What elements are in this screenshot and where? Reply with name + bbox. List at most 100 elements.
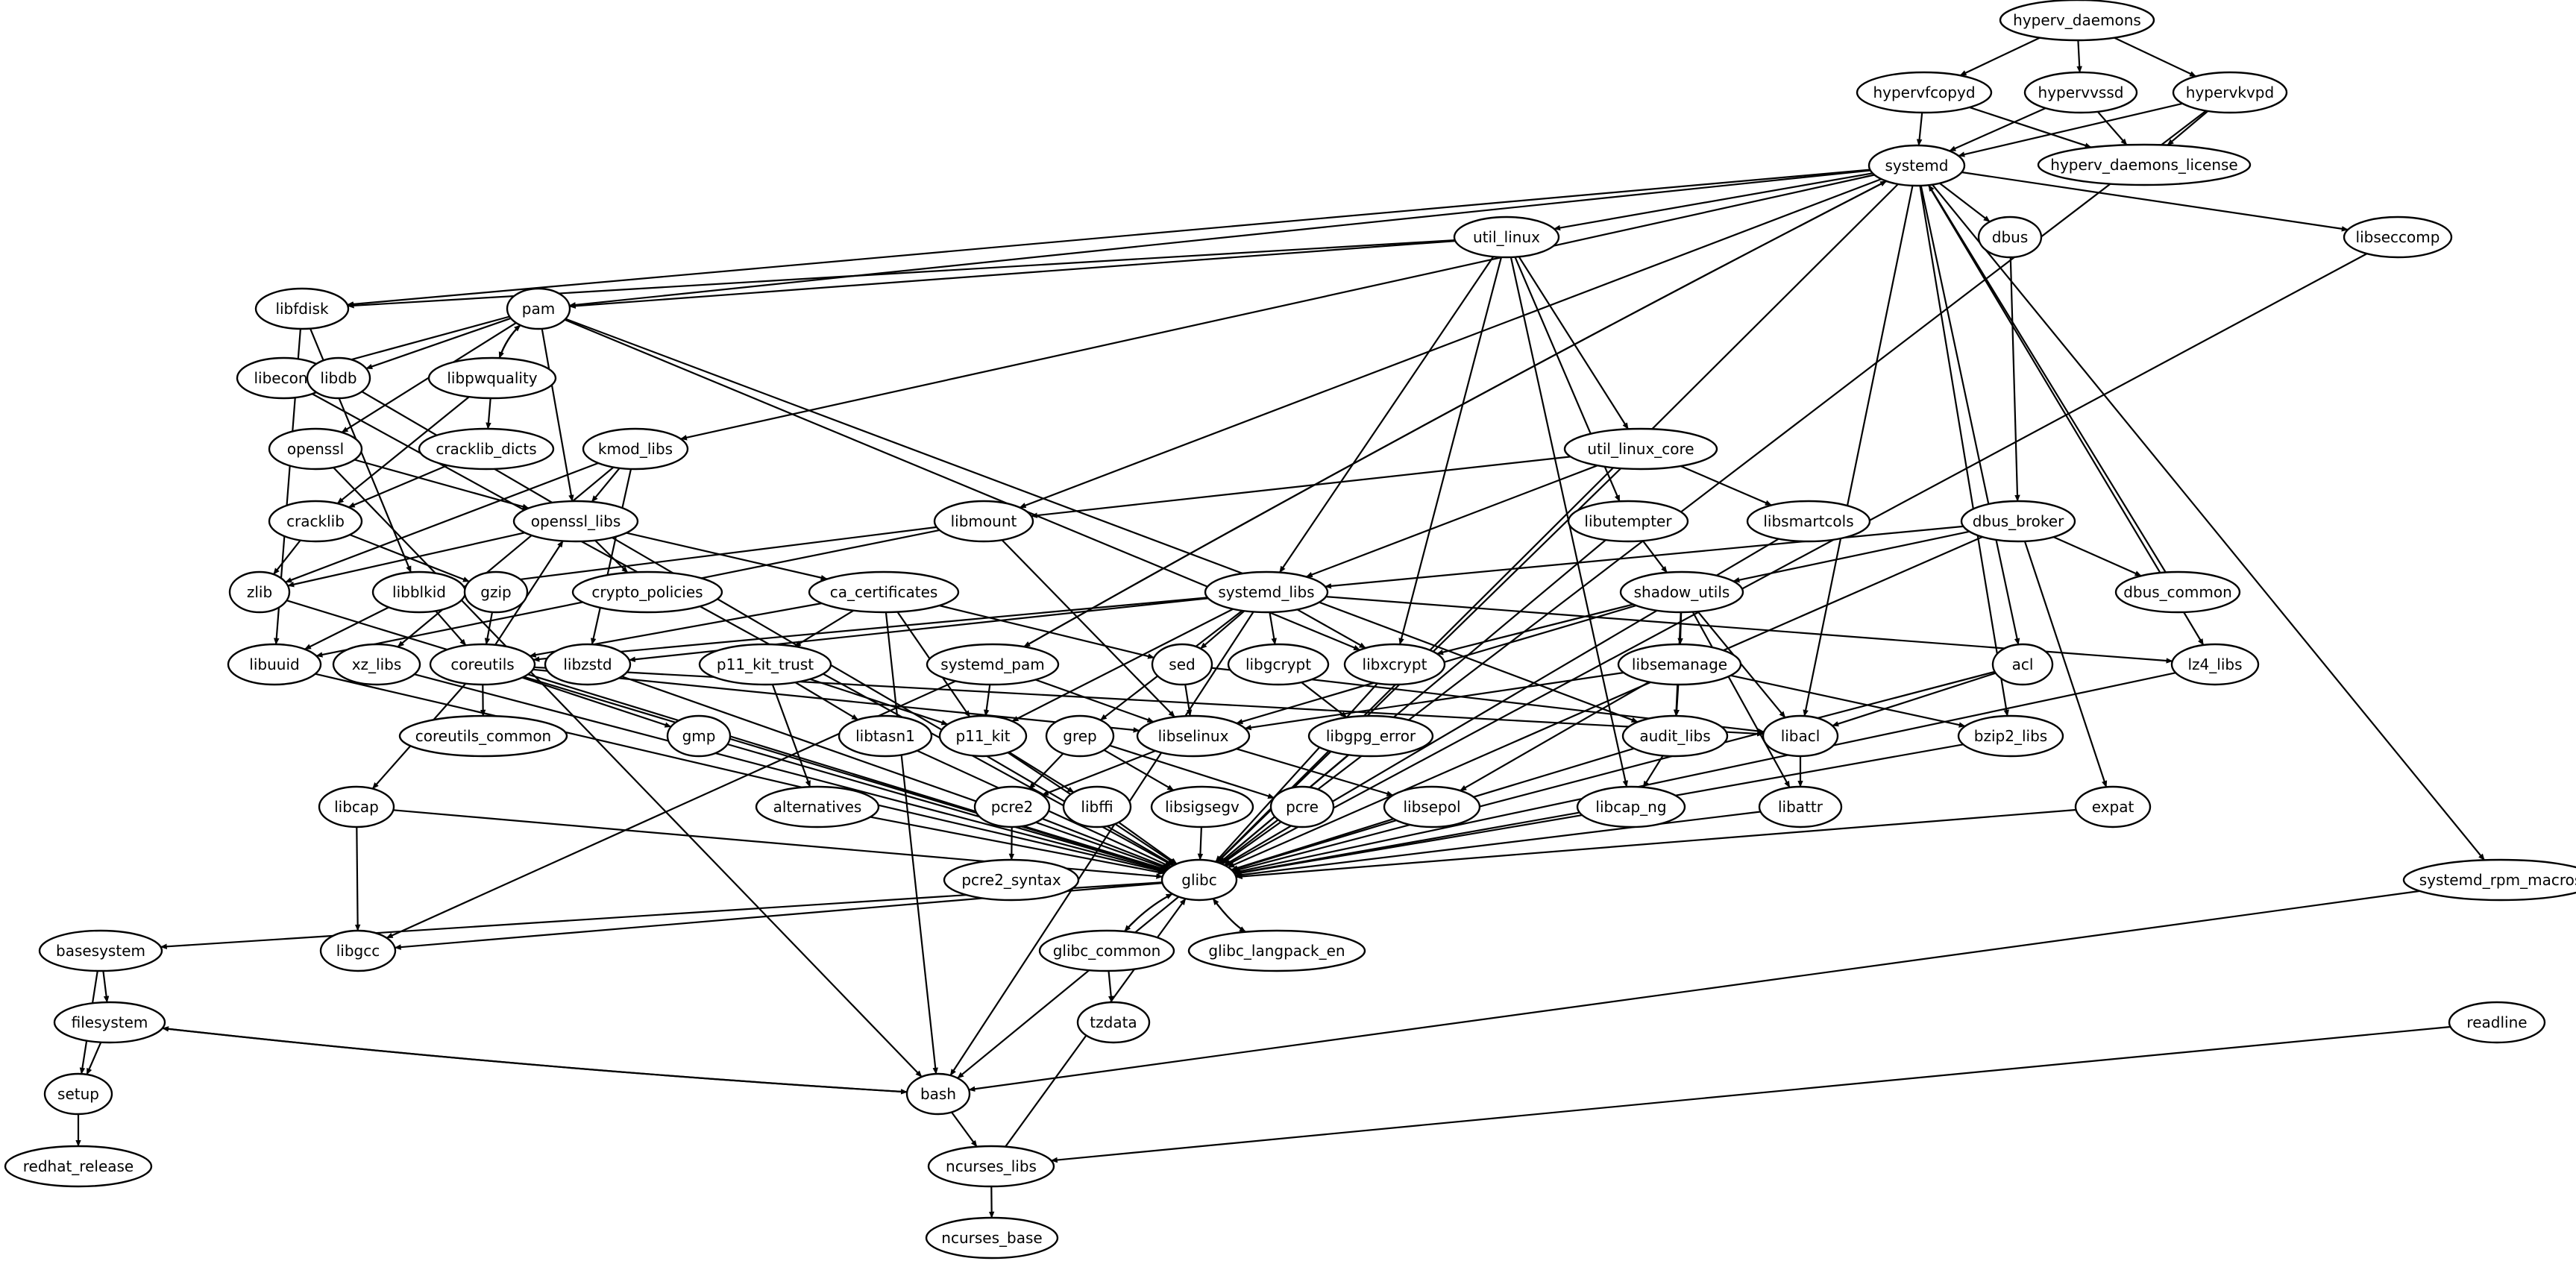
node-audit_libs[interactable]: audit_libs: [1621, 714, 1729, 758]
node-alternatives[interactable]: alternatives: [755, 785, 880, 828]
node-systemd_pam[interactable]: systemd_pam: [926, 643, 1060, 686]
node-pcre2_syntax[interactable]: pcre2_syntax: [943, 858, 1080, 902]
node-dbus_common[interactable]: dbus_common: [2114, 570, 2241, 614]
node-ellipse: [1062, 785, 1132, 828]
node-xz_libs[interactable]: xz_libs: [332, 643, 421, 686]
edge-libxcrypt-to-glibc: [1215, 682, 1378, 863]
node-pcre2[interactable]: pcre2: [973, 785, 1051, 828]
node-libsmartcols[interactable]: libsmartcols: [1746, 500, 1871, 543]
node-sed[interactable]: sed: [1151, 643, 1213, 686]
node-glibc_langpack_en[interactable]: glibc_langpack_en: [1187, 929, 1366, 972]
node-libsigsegv[interactable]: libsigsegv: [1150, 785, 1254, 828]
node-libattr[interactable]: libattr: [1758, 785, 1843, 828]
node-ellipse: [755, 785, 880, 828]
node-label: glibc_langpack_en: [1208, 942, 1345, 960]
node-dbus_broker[interactable]: dbus_broker: [1960, 500, 2076, 543]
node-gzip[interactable]: gzip: [463, 570, 529, 614]
node-cracklib[interactable]: cracklib: [268, 500, 363, 543]
node-bash[interactable]: bash: [905, 1072, 971, 1116]
node-ncurses_base[interactable]: ncurses_base: [925, 1216, 1059, 1260]
node-systemd_libs[interactable]: systemd_libs: [1204, 570, 1329, 614]
node-hypervfcopyd[interactable]: hypervfcopyd: [1856, 71, 1993, 114]
node-expat[interactable]: expat: [2074, 785, 2152, 828]
node-grep[interactable]: grep: [1045, 714, 1115, 758]
edge-pam-to-openssl_libs: [541, 328, 574, 502]
node-hyperv_daemons_license[interactable]: hyperv_daemons_license: [2037, 143, 2252, 186]
node-setup[interactable]: setup: [43, 1072, 113, 1116]
node-tzdata[interactable]: tzdata: [1076, 1001, 1151, 1044]
edge-dbus_broker-to-glibc: [1228, 535, 1983, 869]
node-lz4_libs[interactable]: lz4_libs: [2170, 643, 2260, 686]
node-libgcrypt[interactable]: libgcrypt: [1227, 643, 1330, 686]
node-pcre[interactable]: pcre: [1269, 785, 1335, 828]
node-coreutils_common[interactable]: coreutils_common: [398, 714, 568, 758]
node-libmount[interactable]: libmount: [933, 500, 1034, 543]
node-libpwquality[interactable]: libpwquality: [427, 356, 557, 400]
node-libtasn1[interactable]: libtasn1: [838, 714, 933, 758]
node-libfdisk[interactable]: libfdisk: [254, 287, 350, 330]
node-ellipse: [1957, 714, 2064, 758]
node-crypto_policies[interactable]: crypto_policies: [571, 570, 723, 614]
node-libffi[interactable]: libffi: [1062, 785, 1132, 828]
node-libcap_ng[interactable]: libcap_ng: [1576, 785, 1686, 828]
node-ca_certificates[interactable]: ca_certificates: [808, 570, 960, 614]
node-openssl_libs[interactable]: openssl_libs: [512, 500, 639, 543]
node-libgpg_error[interactable]: libgpg_error: [1307, 714, 1434, 758]
node-acl[interactable]: acl: [1991, 643, 2054, 686]
edge-libgcrypt-to-libgpg_error: [1301, 682, 1348, 718]
node-hyperv_daemons[interactable]: hyperv_daemons: [1999, 0, 2155, 42]
node-systemd[interactable]: systemd: [1867, 144, 1966, 187]
node-glibc[interactable]: glibc: [1160, 858, 1238, 902]
node-libeconf[interactable]: libeconf: [236, 356, 331, 400]
node-redhat_release[interactable]: redhat_release: [4, 1145, 153, 1188]
node-hypervkvpd[interactable]: hypervkvpd: [2172, 71, 2288, 114]
edge-util_linux-to-libutempter: [1514, 257, 1621, 502]
node-openssl[interactable]: openssl: [268, 427, 363, 471]
node-p11_kit[interactable]: p11_kit: [938, 714, 1028, 758]
node-util_linux_core[interactable]: util_linux_core: [1563, 427, 1718, 471]
node-libxcrypt[interactable]: libxcrypt: [1343, 643, 1446, 686]
node-label: basesystem: [56, 942, 145, 960]
node-libacl[interactable]: libacl: [1762, 714, 1839, 758]
node-shadow_utils[interactable]: shadow_utils: [1619, 570, 1744, 614]
node-glibc_common[interactable]: glibc_common: [1038, 929, 1175, 972]
edge-libsemanage-to-audit_libs: [1674, 684, 1680, 717]
node-gmp[interactable]: gmp: [666, 714, 732, 758]
node-label: ncurses_base: [941, 1229, 1042, 1247]
node-libseccomp[interactable]: libseccomp: [2343, 216, 2453, 259]
node-coreutils[interactable]: coreutils: [429, 643, 536, 686]
edge-cracklib-to-gzip: [349, 534, 470, 582]
node-ncurses_libs[interactable]: ncurses_libs: [927, 1145, 1055, 1188]
node-libgcc[interactable]: libgcc: [319, 929, 397, 972]
node-util_linux[interactable]: util_linux: [1453, 216, 1560, 259]
node-libuuid[interactable]: libuuid: [227, 643, 322, 686]
node-libsemanage[interactable]: libsemanage: [1617, 643, 1742, 686]
edge-hypervfcopyd-to-hyperv_daemons_license: [1969, 106, 2092, 148]
node-ellipse: [2037, 143, 2252, 186]
node-libcap[interactable]: libcap: [318, 785, 395, 828]
node-filesystem[interactable]: filesystem: [53, 1001, 166, 1044]
node-label: openssl_libs: [531, 512, 621, 530]
node-ellipse: [332, 643, 421, 686]
node-hypervvssd[interactable]: hypervvssd: [2023, 71, 2138, 114]
node-basesystem[interactable]: basesystem: [38, 929, 163, 972]
node-p11_kit_trust[interactable]: p11_kit_trust: [698, 643, 832, 686]
node-libblkid[interactable]: libblkid: [371, 570, 467, 614]
node-libdb[interactable]: libdb: [306, 356, 371, 400]
edge-systemd_libs-to-bash: [949, 611, 1254, 1076]
node-ellipse: [1383, 785, 1481, 828]
node-dbus[interactable]: dbus: [1977, 216, 2043, 259]
edge-basesystem-to-filesystem: [102, 970, 110, 1003]
node-kmod_libs[interactable]: kmod_libs: [582, 427, 689, 471]
node-zlib[interactable]: zlib: [228, 570, 291, 614]
node-ellipse: [1187, 929, 1366, 972]
node-bzip2_libs[interactable]: bzip2_libs: [1957, 714, 2064, 758]
node-libzstd[interactable]: libzstd: [544, 643, 632, 686]
node-libselinux[interactable]: libselinux: [1136, 714, 1251, 758]
node-cracklib_dicts[interactable]: cracklib_dicts: [418, 427, 555, 471]
node-pam[interactable]: pam: [506, 287, 571, 330]
node-libutempter[interactable]: libutempter: [1567, 500, 1689, 543]
node-systemd_rpm_macros[interactable]: systemd_rpm_macros: [2402, 858, 2576, 902]
node-readline[interactable]: readline: [2448, 1001, 2546, 1044]
node-libsepol[interactable]: libsepol: [1383, 785, 1481, 828]
